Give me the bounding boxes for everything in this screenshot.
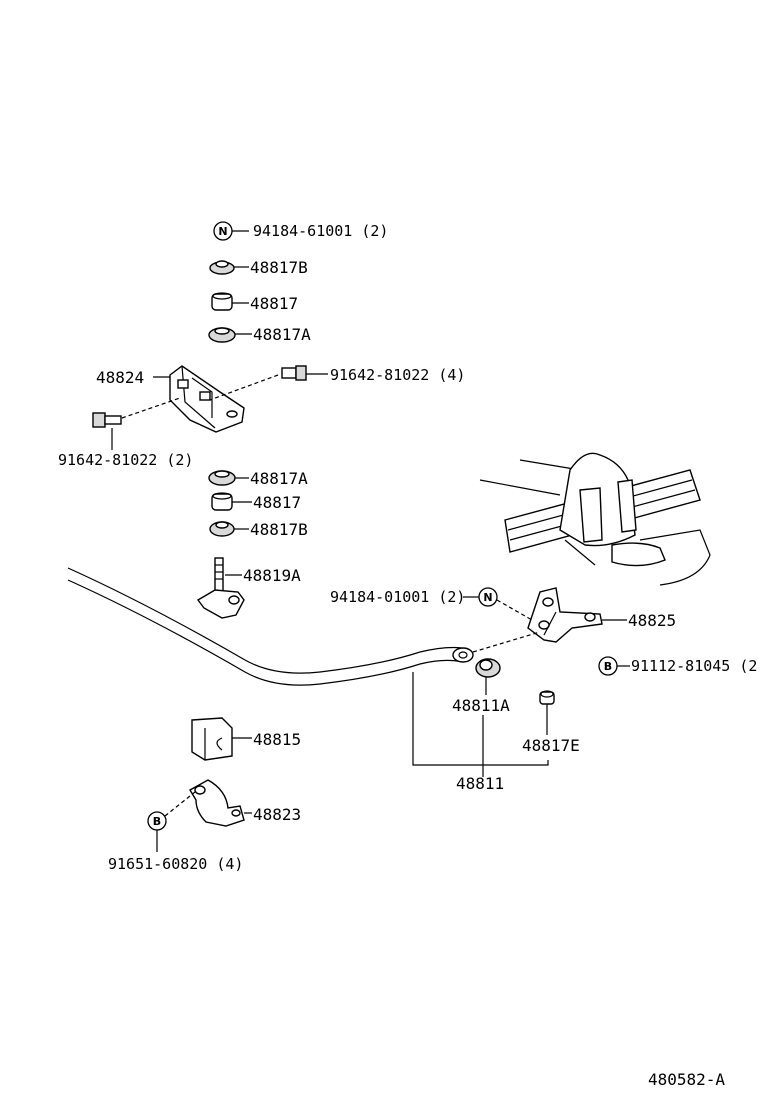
badge-n-upper: N [213,221,233,241]
label-48817a-lower: 48817A [250,469,308,488]
bushing-48817a-upper-icon [208,327,236,343]
bushing-48817-upper-icon [211,292,233,311]
badge-b-right: B [598,656,618,676]
label-48825: 48825 [628,611,676,630]
bolt-91642-left-icon [92,412,122,428]
label-48811: 48811 [456,774,504,793]
bracket-48824 [169,365,245,433]
label-48817b-lower: 48817B [250,520,308,539]
label-48824: 48824 [96,368,144,387]
badge-b-left-letter: B [153,815,161,828]
label-48819a: 48819A [243,566,301,585]
link-48819a-icon [196,557,245,619]
label-94184-61001: 94184-61001 (2) [253,222,388,240]
bushing-48817a-lower-icon [208,470,236,486]
bushing-48811a-icon [475,658,501,678]
stabilizer-bar [67,567,474,686]
label-91642-81022-2: 91642-81022 (2) [58,451,193,469]
bolt-91642-right-icon [281,365,307,381]
bracket-48825 [527,587,603,643]
label-91642-81022-4: 91642-81022 (4) [330,366,465,384]
label-91112-81045: 91112-81045 (2) [631,657,760,675]
badge-b-right-letter: B [604,660,612,673]
label-48817-upper: 48817 [250,294,298,313]
label-48815: 48815 [253,730,301,749]
leaf-spring-assembly [479,452,711,586]
badge-n-right: N [478,587,498,607]
bushing-48817b-lower-icon [209,521,235,537]
bushing-48817b-upper-icon [209,260,235,275]
label-48811a: 48811A [452,696,510,715]
badge-n-right-letter: N [483,591,492,604]
reference-code: 480582-A [648,1070,725,1089]
label-48823: 48823 [253,805,301,824]
bushing-48815-icon [191,717,233,761]
label-48817b-upper: 48817B [250,258,308,277]
label-48817a-upper: 48817A [253,325,311,344]
clamp-48823-icon [189,779,245,827]
bushing-48817e-icon [539,690,555,705]
label-48817-lower: 48817 [253,493,301,512]
badge-n-upper-letter: N [218,225,227,238]
label-94184-01001: 94184-01001 (2) [330,588,465,606]
label-48817e: 48817E [522,736,580,755]
label-91651-60820: 91651-60820 (4) [108,855,243,873]
bushing-48817-lower-icon [211,492,233,511]
badge-b-left: B [147,811,167,831]
